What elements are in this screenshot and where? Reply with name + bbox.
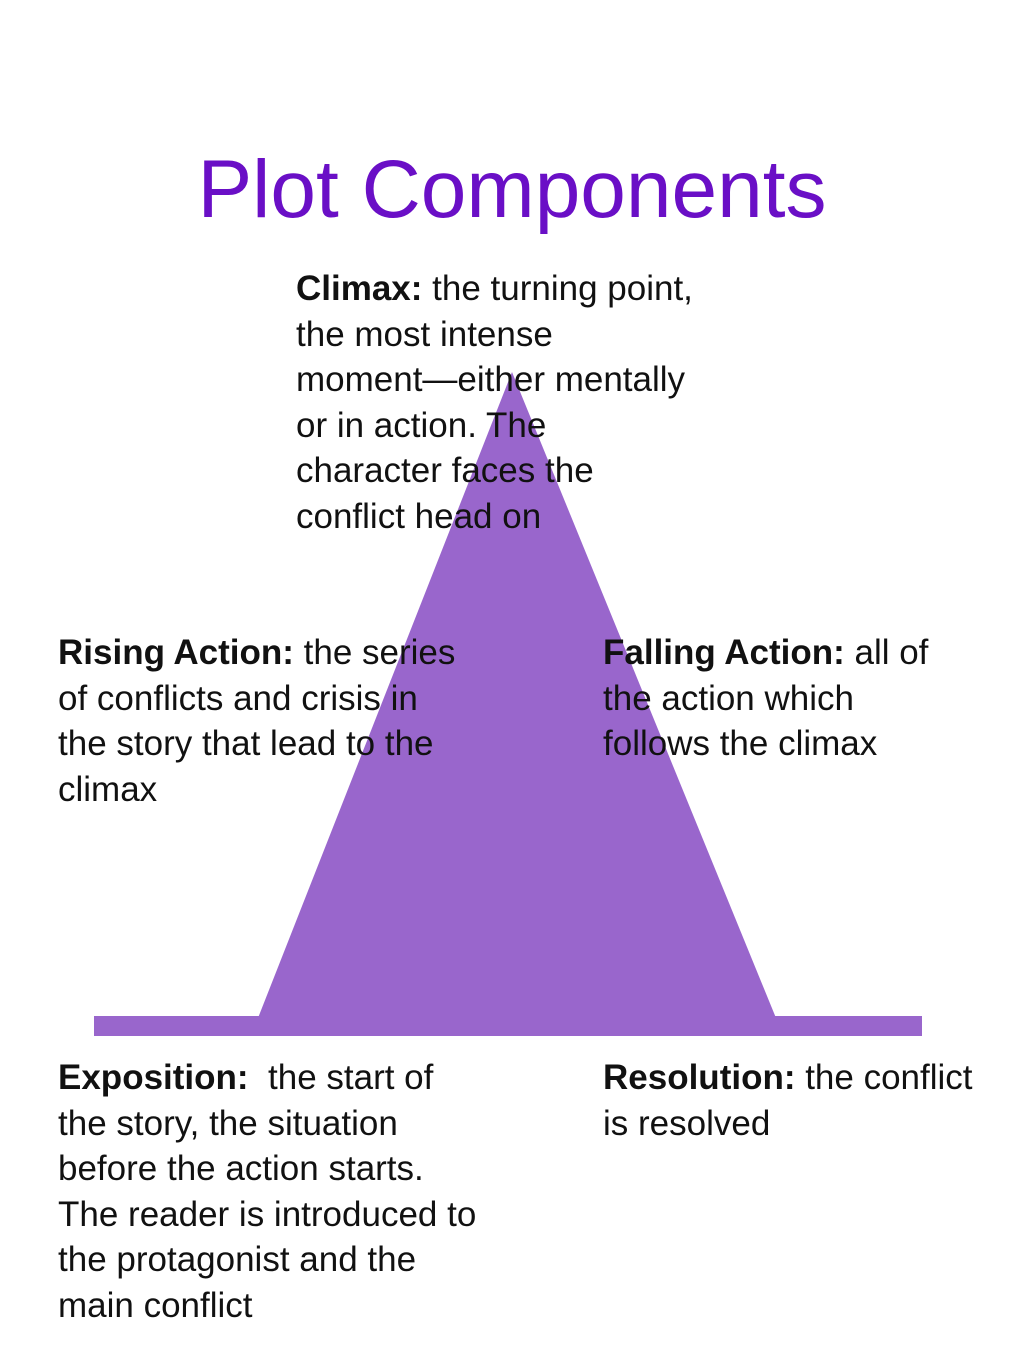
- page-title: Plot Components: [197, 144, 827, 235]
- rising-action-line: the series: [293, 633, 456, 672]
- falling-action-line: all of: [844, 633, 929, 672]
- climax-description: Climax: the turning point, the most inte…: [296, 266, 736, 539]
- exposition-line: The reader is introduced to: [58, 1194, 477, 1234]
- climax-line: the turning point,: [422, 269, 693, 308]
- climax-term: Climax:: [296, 269, 423, 308]
- rising-action-line: the story that lead to the: [58, 724, 434, 763]
- rising-action-term: Rising Action:: [58, 633, 294, 672]
- rising-action-line: of conflicts and crisis in: [58, 678, 418, 718]
- resolution-line: the conflict: [795, 1058, 973, 1097]
- climax-line: or in action. The: [296, 405, 547, 445]
- falling-action-description: Falling Action: all of the action which …: [603, 630, 983, 767]
- exposition-line: before the action starts.: [58, 1149, 424, 1188]
- falling-action-line: follows the climax: [603, 724, 878, 763]
- exposition-term: Exposition:: [58, 1058, 249, 1097]
- rising-action-line: climax: [58, 769, 158, 809]
- exposition-description: Exposition: the start of the story, the …: [58, 1055, 528, 1328]
- exposition-line: the protagonist and the: [58, 1240, 417, 1279]
- climax-line: moment—either mentally: [296, 360, 686, 399]
- resolution-line: is resolved: [603, 1103, 771, 1143]
- plot-triangle: [258, 372, 776, 1018]
- exposition-line: main conflict: [58, 1285, 253, 1325]
- resolution-description: Resolution: the conflict is resolved: [603, 1055, 1013, 1146]
- exposition-line: the story, the situation: [58, 1103, 398, 1143]
- falling-action-line: the action which: [603, 678, 854, 718]
- climax-line: conflict head on: [296, 496, 542, 536]
- climax-line: the most intense: [296, 314, 553, 354]
- resolution-term: Resolution:: [603, 1058, 796, 1097]
- exposition-line: the start of: [248, 1058, 434, 1097]
- climax-line: character faces the: [296, 451, 594, 490]
- falling-action-term: Falling Action:: [603, 633, 845, 672]
- rising-action-description: Rising Action: the series of conflicts a…: [58, 630, 503, 812]
- plot-baseline: [94, 1016, 922, 1036]
